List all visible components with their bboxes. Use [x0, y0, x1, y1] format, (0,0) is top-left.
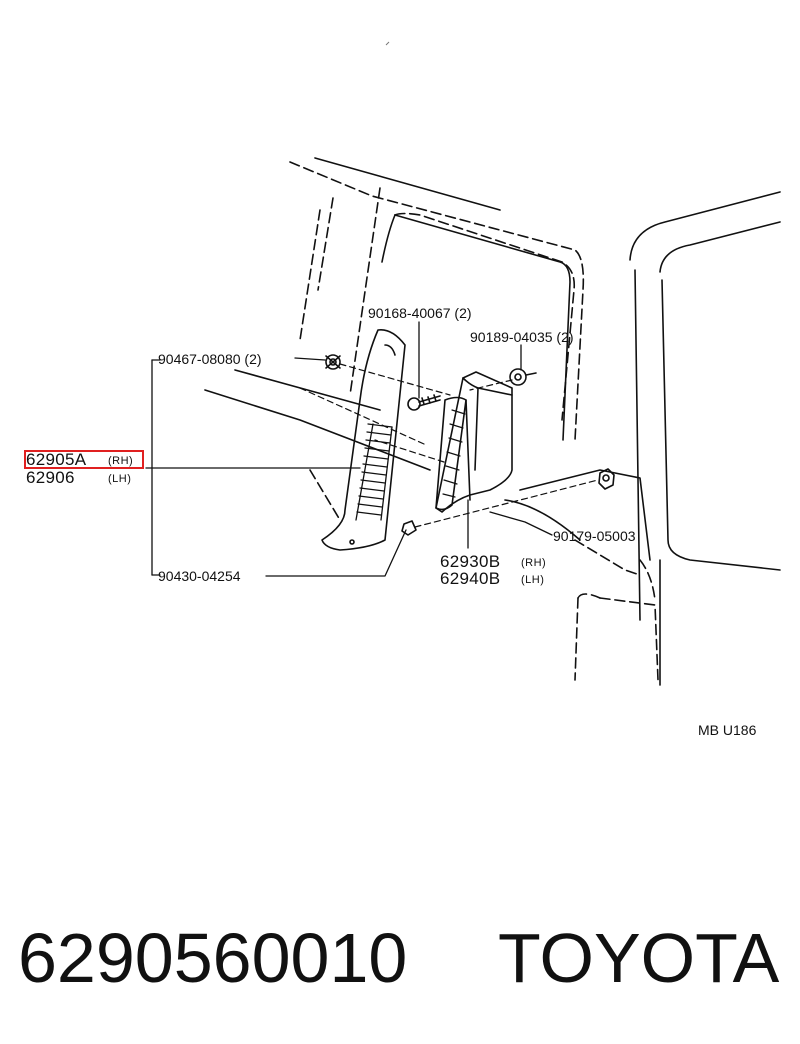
footer-part-number: 6290560010 [18, 919, 408, 997]
side-label-rh: (RH) [108, 455, 134, 467]
vehicle-body-outline [289, 161, 659, 681]
callout-90189-04035: 90189-04035 (2) [470, 329, 574, 345]
part-number-62940b: 62940B [440, 569, 501, 588]
part-number-62905a: 62905A [26, 450, 87, 469]
callout-90179-05003: 90179-05003 [553, 528, 636, 544]
air-duct [435, 371, 513, 513]
side-label-lh: (LH) [108, 473, 132, 485]
window-frame [204, 157, 781, 686]
fastening-paths [299, 363, 599, 528]
callout-90467-08080: 90467-08080 (2) [158, 351, 262, 367]
parts-diagram [145, 41, 781, 686]
part-number-62906: 62906 [26, 468, 75, 487]
fastener-screw [407, 394, 441, 411]
leader-lines [145, 321, 553, 577]
footer-brand: TOYOTA [498, 919, 780, 997]
duct-side-label-lh: (LH) [521, 574, 545, 586]
fastener-washer [401, 520, 417, 536]
fastener-nut-right [598, 468, 615, 490]
fastener-clip-top-right [509, 368, 537, 386]
callout-90168-40067: 90168-40067 (2) [368, 305, 472, 321]
fastener-clip-top-left [325, 354, 341, 370]
quarter-trim-panel [321, 328, 406, 551]
figure-code: MB U186 [698, 722, 757, 738]
highlight-box [24, 450, 144, 469]
footer-caption: 6290560010 TOYOTA [18, 908, 788, 1008]
duct-side-label-rh: (RH) [521, 557, 547, 569]
part-number-62930b: 62930B [440, 552, 501, 571]
callout-90430-04254: 90430-04254 [158, 568, 241, 584]
